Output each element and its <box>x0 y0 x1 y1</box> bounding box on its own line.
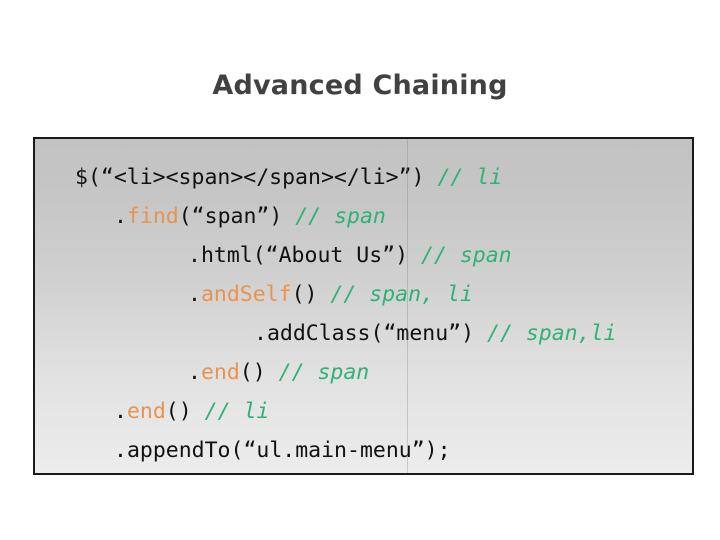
code-token-plain: $(“<li><span></span></li>”) <box>75 165 438 190</box>
code-line: $(“<li><span></span></li>”) // li <box>35 158 692 197</box>
code-block: $(“<li><span></span></li>”) // li.find(“… <box>33 137 694 475</box>
code-token-comment: // span <box>278 360 370 385</box>
code-token-comment: // span, li <box>330 282 473 307</box>
code-line: .end() // li <box>35 392 692 431</box>
code-token-comment: // span <box>421 243 512 268</box>
code-token-comment: // span <box>295 204 386 229</box>
code-token-plain: () <box>239 360 279 385</box>
code-token-plain: (“span”) <box>178 204 296 229</box>
code-token-plain: . <box>114 204 127 229</box>
code-token-plain: .addClass(“menu”) <box>254 321 487 346</box>
code-line: .html(“About Us”) // span <box>35 236 692 275</box>
code-token-comment: // span,li <box>487 321 617 346</box>
code-token-method: find <box>126 204 179 229</box>
code-line-list: $(“<li><span></span></li>”) // li.find(“… <box>35 139 692 470</box>
page-title: Advanced Chaining <box>212 70 508 101</box>
code-line: .addClass(“menu”) // span,li <box>35 314 692 353</box>
code-token-plain: .appendTo(“ul.main-menu”); <box>114 438 451 463</box>
code-line: .end() // span <box>35 353 692 392</box>
code-token-plain: . <box>114 399 127 424</box>
code-token-comment: // li <box>204 399 270 424</box>
code-line: .andSelf() // span, li <box>35 275 692 314</box>
code-token-plain: . <box>188 282 201 307</box>
code-token-plain: () <box>165 399 205 424</box>
code-token-plain: .html(“About Us”) <box>188 243 421 268</box>
code-token-plain: () <box>291 282 331 307</box>
code-token-method: end <box>126 399 166 424</box>
code-token-method: end <box>200 360 240 385</box>
code-token-comment: // li <box>437 165 503 190</box>
code-line: .appendTo(“ul.main-menu”); <box>35 431 692 470</box>
code-token-method: andSelf <box>200 282 292 307</box>
code-line: .find(“span”) // span <box>35 197 692 236</box>
code-token-plain: . <box>188 360 201 385</box>
